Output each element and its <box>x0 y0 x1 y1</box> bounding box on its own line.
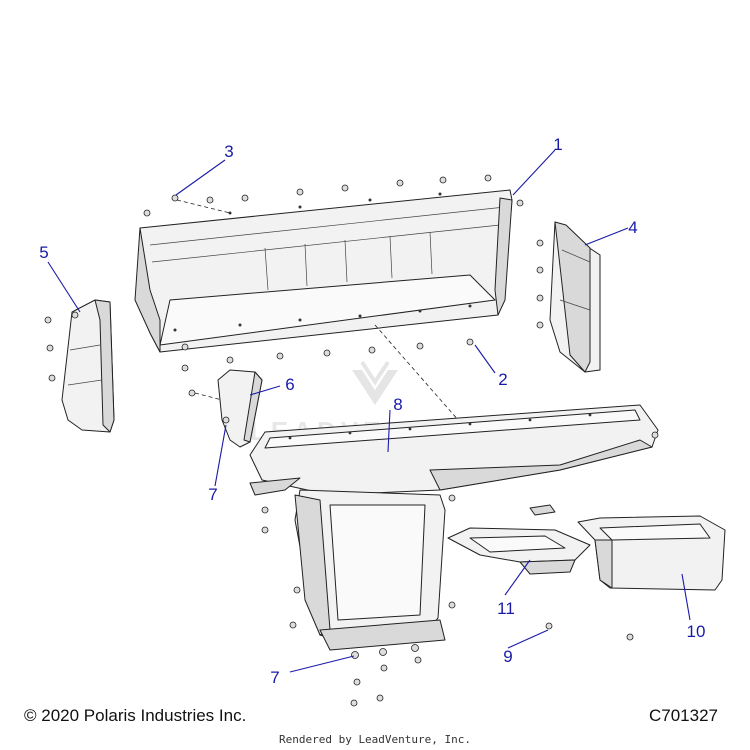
callout-5: 5 <box>39 243 48 262</box>
callout-10: 10 <box>687 622 706 641</box>
callout-3: 3 <box>224 142 233 161</box>
part-10-storage-bin <box>577 515 726 641</box>
copyright-text: © 2020 Polaris Industries Inc. <box>24 706 247 725</box>
callout-6: 6 <box>285 375 294 394</box>
part-3-fasteners-top <box>143 174 524 217</box>
part-4-right-side-panel <box>536 221 601 373</box>
diagram-number: C701327 <box>648 706 718 725</box>
callouts: 3 1 4 5 6 2 8 7 7 9 11 10 <box>39 135 705 687</box>
part-6-bracket <box>188 369 263 448</box>
callout-2: 2 <box>498 370 507 389</box>
part-5-left-side-panel <box>44 299 115 433</box>
part-8-floor-rail <box>249 404 659 496</box>
part-7-fasteners <box>350 644 422 707</box>
rendered-by-text: Rendered by LeadVenture, Inc. <box>278 733 472 746</box>
part-1-rear-panel <box>134 189 513 353</box>
callout-4: 4 <box>628 218 637 237</box>
part-2-fasteners-bottom <box>181 324 481 446</box>
callout-7-lower: 7 <box>270 668 279 687</box>
callout-7-upper: 7 <box>208 485 217 504</box>
leader-lines <box>47 149 691 673</box>
part-9-fastener <box>545 622 553 630</box>
callout-8: 8 <box>393 395 402 414</box>
callout-11: 11 <box>497 599 515 618</box>
callout-1: 1 <box>553 135 562 154</box>
callout-9: 9 <box>503 647 512 666</box>
part-11-tray <box>447 527 591 575</box>
part-8-lower-bin <box>261 489 556 651</box>
